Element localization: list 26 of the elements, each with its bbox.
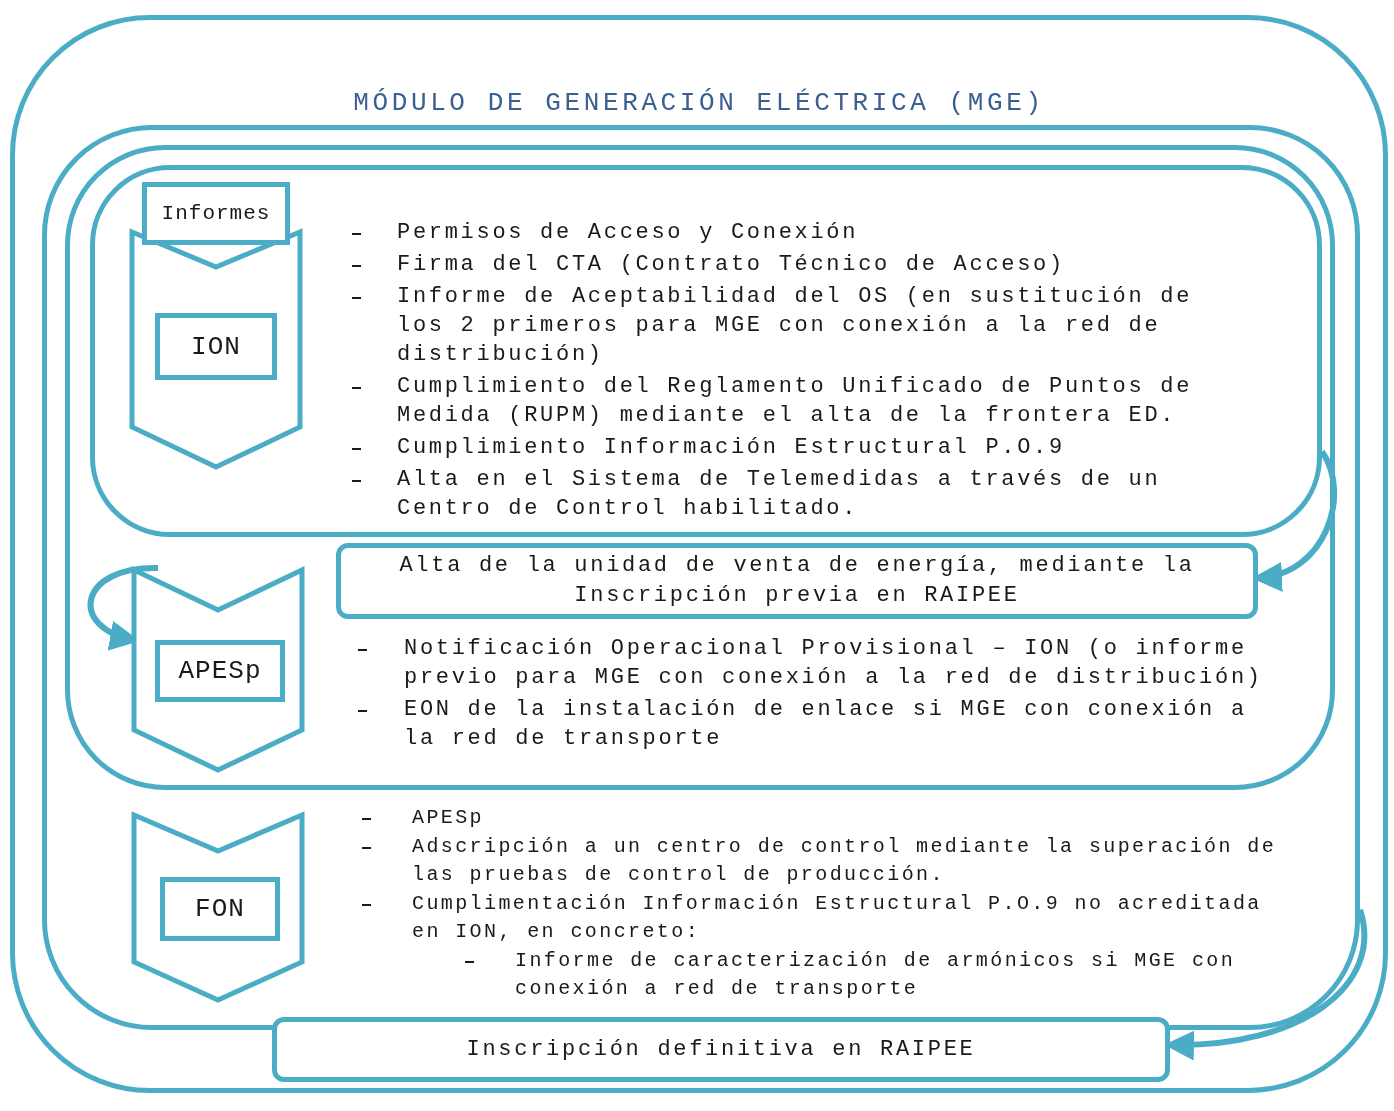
rounded-frame xyxy=(10,15,1388,1093)
process-text: Alta de la unidad de venta de energía, mediante la Inscripción previa en RAIPEE xyxy=(398,552,1196,610)
requirement-text: Permisos de Acceso y Conexión xyxy=(397,219,860,247)
step-label: ION xyxy=(155,313,277,380)
process-box xyxy=(336,543,1258,619)
step-label: APESp xyxy=(155,640,285,702)
requirement-text: Adscripción a un centro de control mediante la superación de las pruebas de control de producción. xyxy=(412,834,1278,888)
frame-title: MÓDULO DE GENERACIÓN ELÉCTRICA (MGE) xyxy=(352,88,1046,118)
step-label: FON xyxy=(160,877,280,941)
requirement-text: EON de la instalación de enlace si MGE con conexión a la red de transporte xyxy=(404,696,1248,753)
requirement-text: Cumplimentación Información Estructural P.O.9 no acreditada en ION, en concreto: xyxy=(412,891,1263,945)
requirement-text: Informe de Aceptabilidad del OS (en sustitución de los 2 primeros para MGE con conexión a la red de distribución) xyxy=(397,283,1194,369)
curved-arrow xyxy=(87,565,159,649)
report-tab: Informes xyxy=(142,182,290,245)
process-text: Inscripción definitiva en RAIPEE xyxy=(466,1035,976,1064)
requirement-text: Notificación Operacional Provisional – ION (o informe previo para MGE con conexión a la red de distribución) xyxy=(404,635,1264,692)
requirement-text: Firma del CTA (Contrato Técnico de Acceso) xyxy=(397,251,1066,279)
requirement-text: Alta en el Sistema de Telemedidas a través de un Centro de Control habilitado. xyxy=(397,466,1162,523)
requirement-text: Cumplimiento Información Estructural P.O.9 xyxy=(397,434,1066,462)
rounded-frame xyxy=(42,125,1360,1030)
rounded-frame xyxy=(90,165,1322,537)
process-box xyxy=(272,1017,1170,1082)
requirement-text: Cumplimiento del Reglamento Unificado de Puntos de Medida (RUPM) mediante el alta de la frontera ED. xyxy=(397,373,1194,430)
requirement-text: APESp xyxy=(412,805,485,831)
requirement-text: Informe de caracterización de armónicos si MGE con conexión a red de transporte xyxy=(515,948,1237,1002)
rounded-frame xyxy=(65,145,1335,790)
